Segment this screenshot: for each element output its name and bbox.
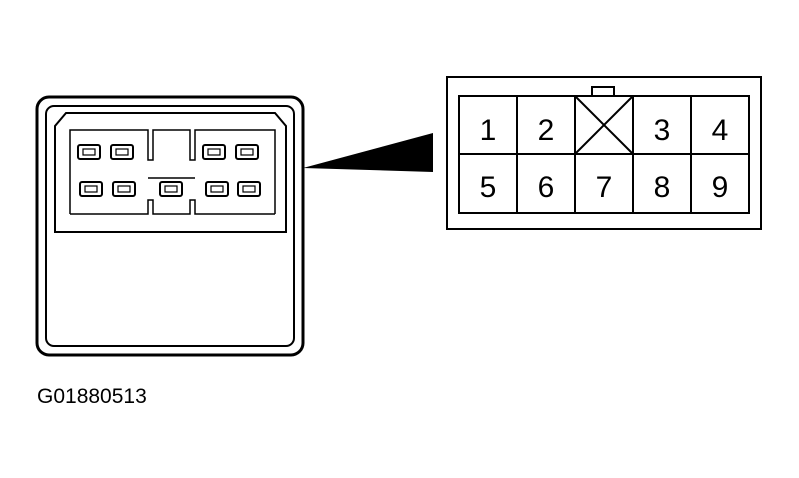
terminal bbox=[77, 144, 101, 160]
component-outer-frame bbox=[35, 95, 305, 357]
pin-label: 1 bbox=[480, 114, 497, 147]
connector-face-outer bbox=[446, 76, 762, 230]
terminal bbox=[159, 181, 183, 197]
terminal-slot bbox=[82, 148, 96, 156]
terminal-slot bbox=[117, 185, 131, 193]
terminal bbox=[112, 181, 136, 197]
pin-label: 6 bbox=[538, 171, 555, 204]
pin-labels-row2: 5 6 7 8 9 bbox=[480, 171, 729, 204]
locking-tab bbox=[591, 86, 615, 97]
terminal-slot bbox=[115, 148, 129, 156]
terminal bbox=[202, 144, 226, 160]
terminal-slot bbox=[207, 148, 221, 156]
terminal-row-bottom bbox=[79, 181, 261, 197]
terminal-slots bbox=[82, 148, 256, 193]
pin-label: 3 bbox=[654, 114, 671, 147]
component-inner-frame bbox=[45, 105, 295, 347]
terminal bbox=[79, 181, 103, 197]
terminal-slot bbox=[240, 148, 254, 156]
terminal-slot bbox=[164, 185, 178, 193]
pin-label: 8 bbox=[654, 171, 671, 204]
terminal bbox=[237, 181, 261, 197]
terminal-row-top bbox=[77, 144, 259, 160]
socket-partition bbox=[69, 129, 276, 215]
terminal bbox=[110, 144, 134, 160]
pin-labels-row1: 1 2 3 4 bbox=[480, 114, 729, 147]
terminal-slot bbox=[210, 185, 224, 193]
component-body bbox=[35, 95, 305, 357]
pin-label: 7 bbox=[596, 171, 613, 204]
terminal-slot bbox=[242, 185, 256, 193]
connector-face bbox=[446, 76, 762, 230]
blank-cell-cross bbox=[574, 95, 634, 155]
terminal bbox=[235, 144, 259, 160]
socket-outline bbox=[54, 112, 287, 233]
pin-label: 4 bbox=[712, 114, 729, 147]
pin-label: 5 bbox=[480, 171, 497, 204]
terminal bbox=[205, 181, 229, 197]
figure-id: G01880513 bbox=[37, 385, 147, 408]
leader-wedge bbox=[303, 133, 433, 172]
terminal-slot bbox=[84, 185, 98, 193]
pin-label: 2 bbox=[538, 114, 555, 147]
pin-label: 9 bbox=[712, 171, 729, 204]
